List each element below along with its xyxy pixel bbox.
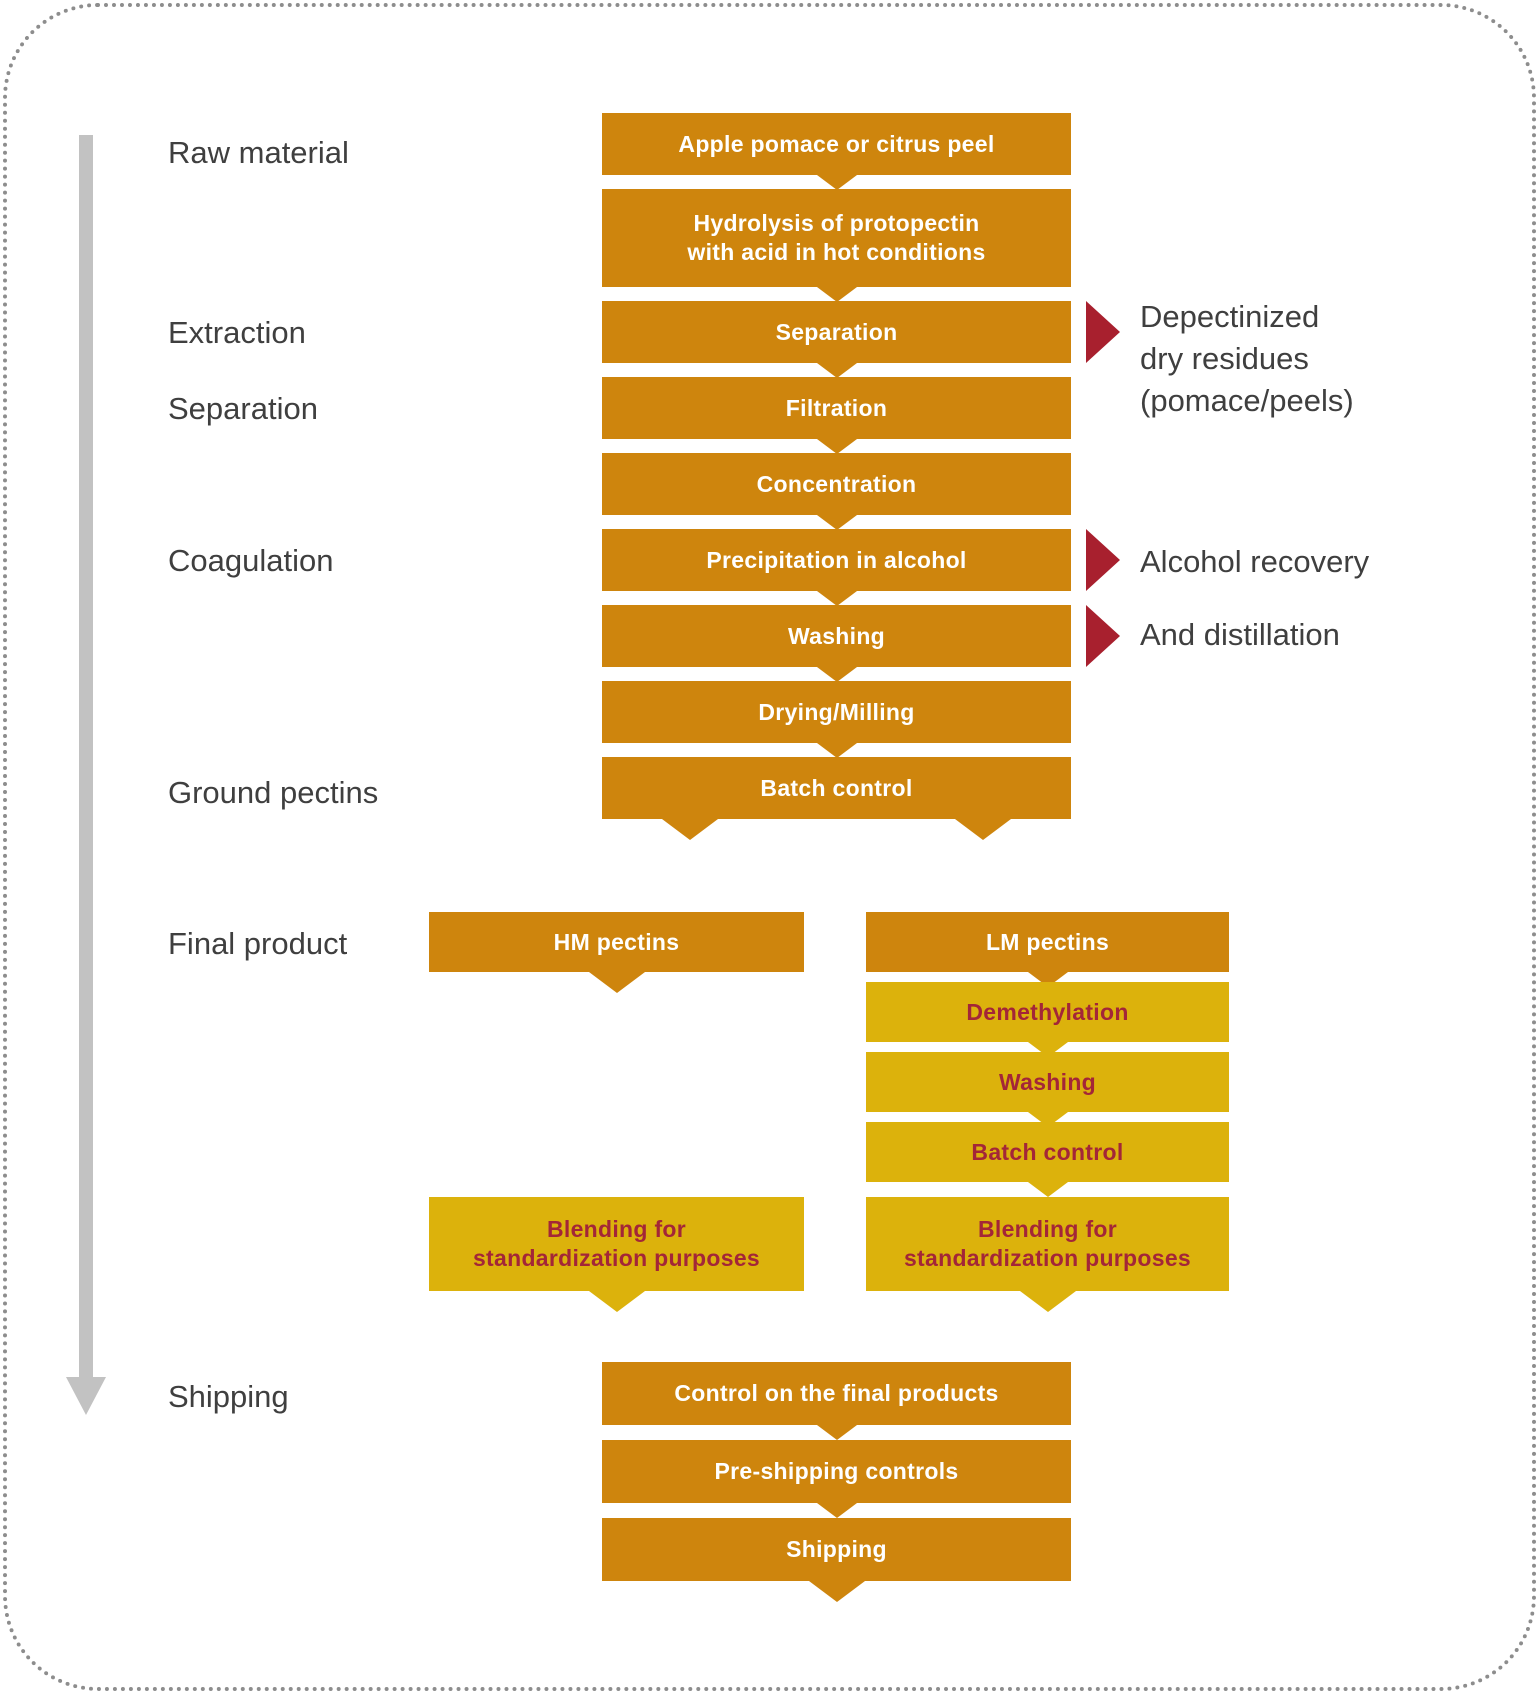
stage-label-extraction: Extraction — [168, 315, 306, 350]
flow-step-label: Washing — [787, 622, 886, 649]
flow-step-label: Washing — [998, 1068, 1097, 1095]
down-arrow-tab — [588, 972, 645, 993]
stage-label-ground-pectins: Ground pectins — [168, 775, 379, 810]
down-arrow-tab — [816, 667, 857, 682]
flow-step-label: Shipping — [786, 1536, 887, 1563]
timeline-arrow-head-icon — [66, 1377, 106, 1415]
flow-step-label: Separation — [775, 318, 898, 345]
flow-step-shipping: Shipping — [602, 1518, 1071, 1602]
flow-step-lm-washing: Washing — [866, 1052, 1229, 1127]
down-arrow-tab — [816, 591, 857, 606]
flow-step-final-control: Control on the final products — [602, 1362, 1071, 1440]
flow-step-lm-pectins: LM pectins — [866, 912, 1229, 987]
down-arrow-tab — [816, 515, 857, 530]
timeline-arrow-bar — [79, 135, 93, 1377]
flow-step-lm-blending: Blending for standardization purposes — [866, 1197, 1229, 1312]
flow-step-filtration: Filtration — [602, 377, 1071, 454]
flow-step-label: Demethylation — [966, 998, 1129, 1025]
down-arrow-tab — [816, 363, 857, 378]
down-arrow-tab — [816, 1425, 857, 1440]
flow-step-label: Drying/Milling — [758, 698, 915, 725]
stage-label-separation: Separation — [168, 391, 318, 426]
stage-label-final-product: Final product — [168, 926, 348, 961]
stage-label-shipping: Shipping — [168, 1379, 289, 1414]
flow-step-separation: Separation — [602, 301, 1071, 378]
branch-arrow-icon — [1086, 301, 1120, 363]
down-arrow-tab — [1027, 1182, 1068, 1197]
down-arrow-tab — [662, 819, 718, 840]
side-note-and-distillation: And distillation — [1140, 617, 1340, 652]
stage-label-raw-material: Raw material — [168, 135, 349, 170]
flow-step-washing: Washing — [602, 605, 1071, 682]
side-note-alcohol-recovery: Alcohol recovery — [1140, 544, 1370, 579]
flow-step-label: Blending for standardization purposes — [472, 1216, 761, 1271]
flow-step-label: Apple pomace or citrus peel — [678, 130, 995, 157]
flow-step-label: Concentration — [756, 470, 917, 497]
flow-step-lm-batch-control: Batch control — [866, 1122, 1229, 1197]
flow-step-label: HM pectins — [553, 928, 680, 955]
down-arrow-tab — [588, 1291, 645, 1312]
flow-step-apple-pomace: Apple pomace or citrus peel — [602, 113, 1071, 190]
flow-step-label: Batch control — [760, 774, 913, 801]
flow-step-hm-blending: Blending for standardization purposes — [429, 1197, 804, 1312]
flow-step-concentration: Concentration — [602, 453, 1071, 530]
down-arrow-tab — [816, 1503, 857, 1518]
flow-step-label: Hydrolysis of protopectin with acid in h… — [687, 210, 986, 265]
down-arrow-tab — [955, 819, 1011, 840]
stage-label-coagulation: Coagulation — [168, 543, 334, 578]
flow-step-label: Batch control — [971, 1138, 1124, 1165]
flow-step-hm-pectins: HM pectins — [429, 912, 804, 993]
flow-step-label: LM pectins — [985, 928, 1110, 955]
branch-arrow-icon — [1086, 529, 1120, 591]
flow-step-preshipping-controls: Pre-shipping controls — [602, 1440, 1071, 1518]
flow-step-label: Pre-shipping controls — [714, 1458, 959, 1485]
flow-step-label: Blending for standardization purposes — [903, 1216, 1192, 1271]
down-arrow-tab — [808, 1581, 865, 1602]
down-arrow-tab — [1019, 1291, 1076, 1312]
flow-step-batch-control: Batch control — [602, 757, 1071, 840]
flow-step-demethylation: Demethylation — [866, 982, 1229, 1057]
flow-step-drying-milling: Drying/Milling — [602, 681, 1071, 758]
branch-arrow-icon — [1086, 605, 1120, 667]
flow-step-label: Control on the final products — [674, 1380, 999, 1407]
down-arrow-tab — [816, 175, 857, 190]
flow-step-label: Precipitation in alcohol — [706, 546, 967, 573]
flow-step-hydrolysis: Hydrolysis of protopectin with acid in h… — [602, 189, 1071, 302]
side-note-depectinized: Depectinized dry residues (pomace/peels) — [1140, 299, 1354, 418]
dotted-border-frame — [3, 3, 1536, 1691]
down-arrow-tab — [816, 287, 857, 302]
flow-step-label: Filtration — [785, 394, 888, 421]
down-arrow-tab — [816, 743, 857, 758]
flow-step-precipitation: Precipitation in alcohol — [602, 529, 1071, 606]
down-arrow-tab — [816, 439, 857, 454]
